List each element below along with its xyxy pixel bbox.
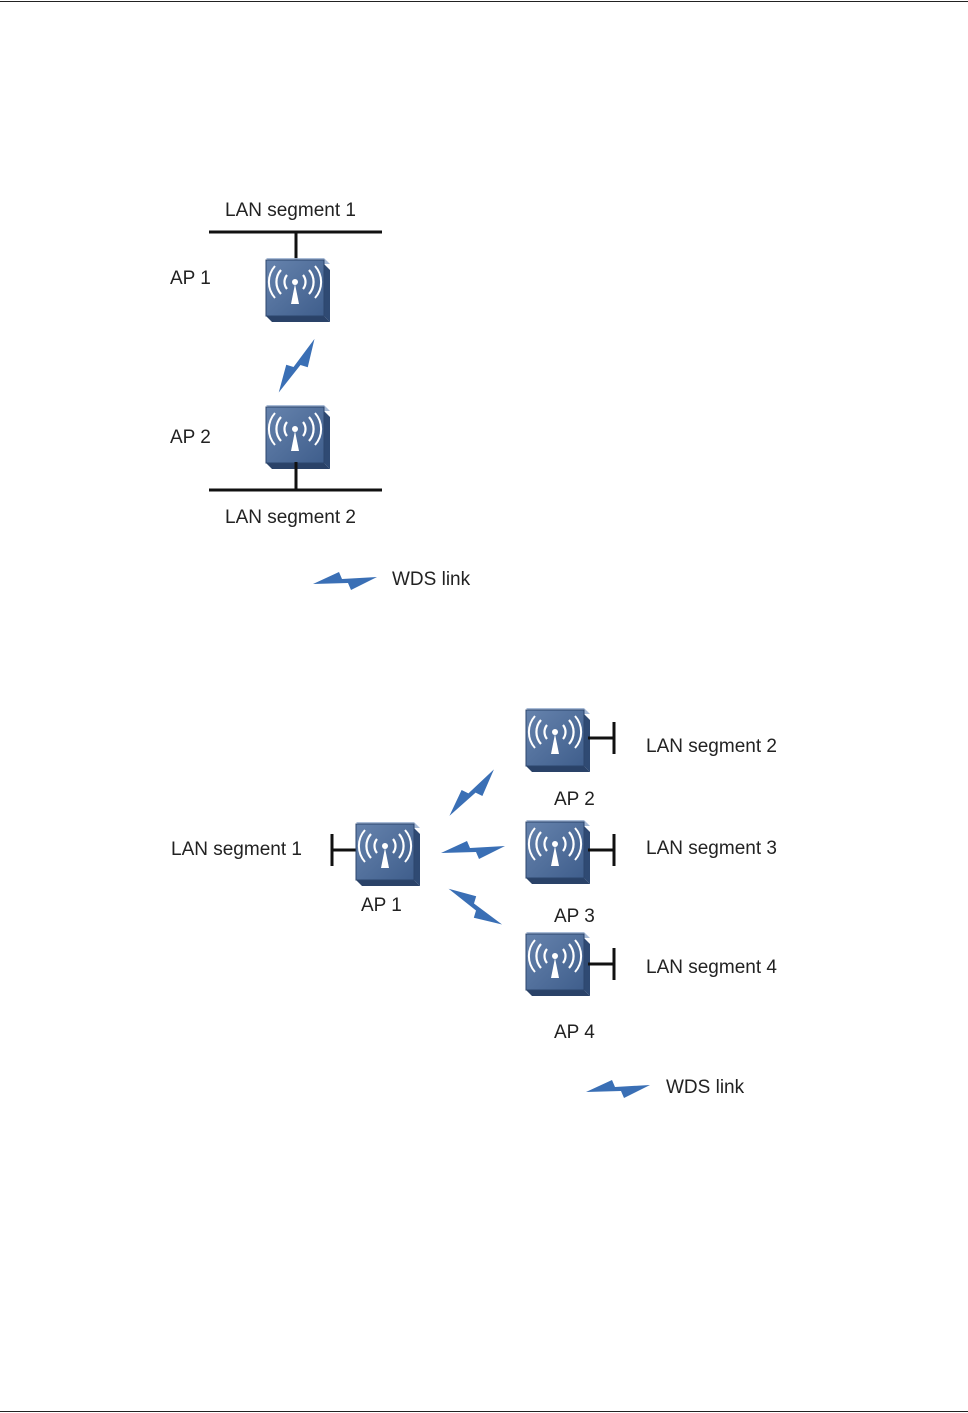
wds-link-icon (441, 841, 505, 859)
wds-link-icon (445, 880, 506, 935)
access-point-icon (356, 822, 420, 886)
access-point-icon (526, 708, 590, 772)
ap-label: AP 1 (361, 895, 402, 917)
access-point-icon (266, 258, 330, 322)
wds-link-icon (270, 336, 325, 397)
wds-link-icon (586, 1080, 650, 1098)
lan-segment-label: LAN segment 2 (646, 736, 777, 758)
ap-label: AP 2 (554, 789, 595, 811)
lan-segment-label: LAN segment 4 (646, 957, 777, 979)
ap-label: AP 4 (554, 1022, 595, 1044)
legend-label: WDS link (666, 1077, 744, 1099)
ap-label: AP 3 (554, 906, 595, 928)
access-point-icon (526, 932, 590, 996)
lan-segment-label: LAN segment 2 (225, 507, 356, 529)
lan-segment-label: LAN segment 3 (646, 838, 777, 860)
access-point-icon (266, 405, 330, 469)
wds-link-icon (442, 766, 503, 821)
legend-label: WDS link (392, 569, 470, 591)
access-point-icon (526, 820, 590, 884)
lan-segment-label: LAN segment 1 (225, 200, 356, 222)
ap-label: AP 1 (170, 268, 211, 290)
wds-link-icon (313, 572, 377, 590)
ap-label: AP 2 (170, 427, 211, 449)
lan-segment-label: LAN segment 1 (171, 839, 302, 861)
